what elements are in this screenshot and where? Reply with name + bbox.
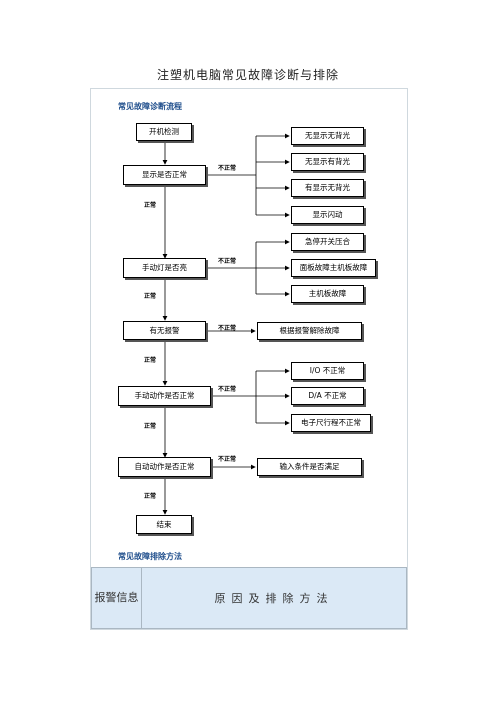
- ok-label: 正常: [144, 423, 157, 430]
- result-input-conditions: 输入条件是否满足: [257, 458, 362, 476]
- document-title: 注塑机电脑常见故障诊断与排除: [156, 68, 339, 82]
- flow-check-auto-action: 自动动作是否正常: [118, 457, 211, 477]
- result-io-abnormal: I/O 不正常: [291, 362, 364, 380]
- content-frame: [90, 88, 408, 630]
- flow-check-manual-action: 手动动作是否正常: [118, 386, 211, 406]
- result-display-no-backlight: 有显示无背光: [291, 179, 364, 197]
- fail-label: 不正常: [218, 258, 237, 265]
- flow-end-box: 结束: [136, 515, 192, 534]
- flow-check-display: 显示是否正常: [123, 165, 206, 185]
- fault-methods-table: 报警信息 原因及排除方法: [91, 567, 407, 629]
- table-header-row: 报警信息 原因及排除方法: [91, 567, 407, 629]
- flow-check-alarm: 有无报警: [123, 321, 206, 340]
- section-title-methods: 常见故障排除方法: [118, 552, 182, 561]
- fail-label: 不正常: [218, 456, 237, 463]
- result-scale-stroke-abnormal: 电子尺行程不正常: [291, 414, 371, 432]
- flow-start-box: 开机检测: [136, 123, 192, 141]
- section-title-flow: 常见故障诊断流程: [118, 102, 182, 111]
- result-mainboard-fault: 主机板故障: [291, 285, 364, 303]
- result-clear-by-alarm: 根据报警解除故障: [257, 322, 362, 340]
- ok-label: 正常: [144, 293, 157, 300]
- ok-label: 正常: [144, 357, 157, 364]
- flow-check-manual-light: 手动灯是否亮: [123, 258, 206, 278]
- result-estop-pressed: 急停开关压合: [291, 233, 364, 251]
- table-header-cause-method: 原因及排除方法: [141, 567, 407, 629]
- table-header-alarm-info: 报警信息: [91, 567, 142, 629]
- fail-label: 不正常: [218, 165, 237, 172]
- fail-label: 不正常: [218, 386, 237, 393]
- result-no-display-backlight: 无显示有背光: [291, 153, 364, 171]
- ok-label: 正常: [144, 493, 157, 500]
- result-da-abnormal: D/A 不正常: [291, 387, 364, 405]
- fail-label: 不正常: [218, 325, 237, 332]
- result-no-display-no-backlight: 无显示无背光: [291, 127, 364, 145]
- result-panel-mainboard-fault: 面板故障主机板故障: [291, 259, 376, 277]
- result-display-flicker: 显示闪动: [291, 206, 364, 224]
- ok-label: 正常: [144, 202, 157, 209]
